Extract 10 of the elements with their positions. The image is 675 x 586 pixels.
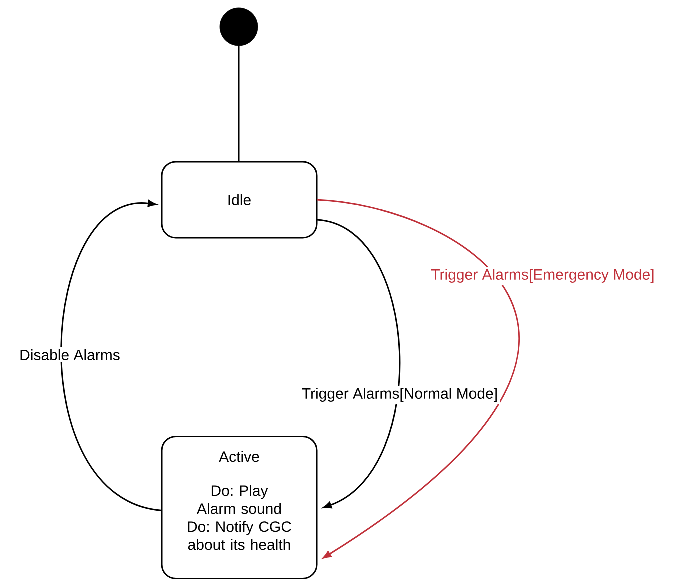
initial-state-dot — [220, 8, 258, 46]
arrow — [60, 200, 162, 512]
edge-label: Trigger Alarms[Emergency Mode] — [429, 267, 657, 285]
arrow — [316, 199, 520, 559]
transition-line — [238, 46, 240, 162]
edge-label: Trigger Alarms[Normal Mode] — [300, 386, 500, 404]
state-box: Active Do: Play Alarm sound Do: Notify CGC about its health — [161, 436, 318, 580]
state-box: Idle — [161, 161, 318, 239]
arrow — [316, 219, 400, 509]
edge-label: Disable Alarms — [18, 347, 122, 362]
